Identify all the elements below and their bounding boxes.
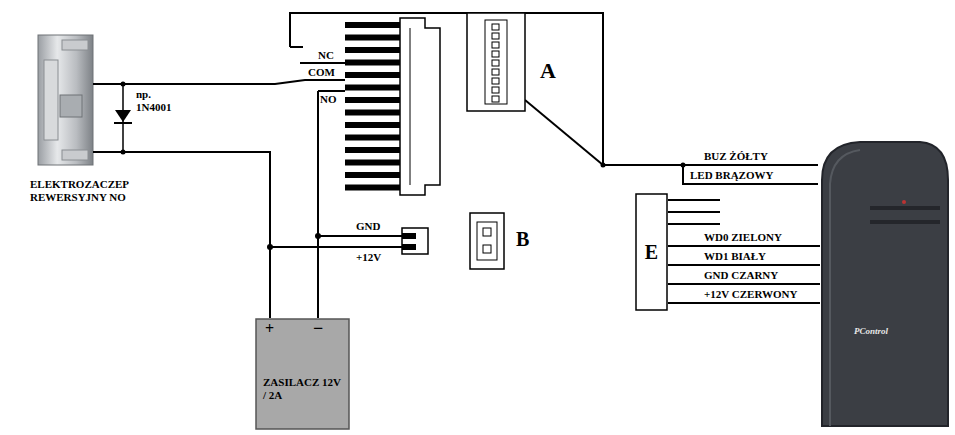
wire-label: BUZ ŻÓŁTY <box>704 150 768 163</box>
wire-label: GND CZARNY <box>704 269 778 282</box>
connector-e: E <box>635 193 668 311</box>
card-reader-outline <box>820 140 950 428</box>
connector-a <box>467 13 525 111</box>
wire <box>93 13 818 318</box>
wire-label: LED BRĄZOWY <box>690 169 773 182</box>
node-text: E <box>645 241 658 264</box>
terminal-block <box>345 18 440 195</box>
diode-symbol <box>114 84 132 152</box>
connector-label: A <box>540 58 556 83</box>
power-plug <box>402 228 428 254</box>
electric-strike <box>38 35 93 165</box>
wire <box>668 264 820 266</box>
node-text: ZASILACZ 12V / 2A <box>263 376 343 401</box>
pin-label: COM <box>308 66 335 79</box>
wire-label: WD1 BIAŁY <box>704 250 766 263</box>
wire-label: WD0 ZIELONY <box>704 231 782 244</box>
wire <box>668 302 820 304</box>
part-label: np. 1N4001 <box>136 88 184 113</box>
pin-label: NO <box>320 93 337 106</box>
connector-b <box>470 213 504 269</box>
pin-label: +12V <box>356 251 381 264</box>
node-text: PControl <box>854 326 888 336</box>
connector-label: B <box>516 228 529 251</box>
wire <box>668 245 820 247</box>
pin-label: NC <box>318 49 334 62</box>
node-text: − <box>313 318 323 339</box>
power-supply: + − ZASILACZ 12V / 2A <box>255 318 350 430</box>
pin-label: GND <box>356 220 380 233</box>
wire <box>668 283 820 285</box>
part-label: ELEKTROZACZEP REWERSYJNY NO <box>30 178 155 203</box>
node-text: + <box>265 320 274 338</box>
card-reader: PControl <box>820 140 950 428</box>
wire-label: +12V CZERWONY <box>704 288 797 301</box>
